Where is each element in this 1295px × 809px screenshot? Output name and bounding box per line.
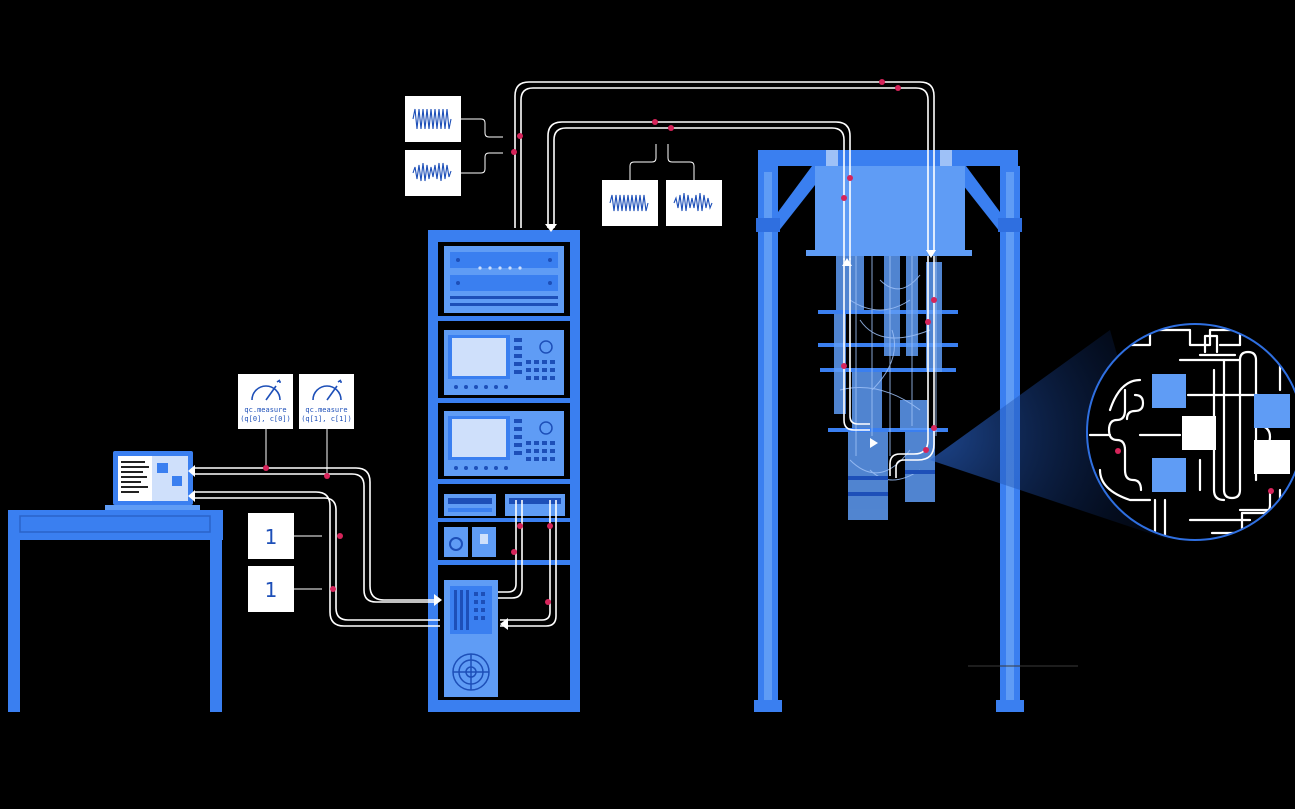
qubit-chip-magnifier <box>930 323 1295 541</box>
measure-label-line2: (q[0], c[0]) <box>240 415 291 423</box>
waveform-card <box>405 96 461 142</box>
fan-icon <box>452 653 490 691</box>
small-instrument-units <box>444 494 565 557</box>
measure-label-line1: qc.measure <box>305 406 347 414</box>
result-card: 1 <box>248 513 294 559</box>
measure-card: qc.measure (q[1], c[1]) <box>299 374 354 429</box>
result-card: 1 <box>248 566 294 612</box>
oscilloscope-unit <box>444 411 564 476</box>
waveform-card <box>405 150 461 196</box>
pulse-dots <box>263 79 937 605</box>
result-value: 1 <box>265 525 278 549</box>
meter-gauge-icon <box>251 379 281 401</box>
waveform-icon <box>609 194 649 212</box>
waveform-icon <box>673 192 713 212</box>
measure-label-line2: (q[1], c[1]) <box>301 415 352 423</box>
arrowheads <box>188 224 936 630</box>
waveform-icon <box>412 162 452 182</box>
measure-card: qc.measure (q[0], c[0]) <box>238 374 293 429</box>
electronics-rack <box>428 230 580 712</box>
waveform-card <box>602 180 658 226</box>
meter-gauge-icon <box>312 379 342 401</box>
waveform-icon <box>412 108 452 130</box>
signal-generator-unit <box>444 246 564 313</box>
waveform-card <box>666 180 722 226</box>
desk <box>8 510 223 712</box>
cables <box>193 81 935 627</box>
laptop-screen-text-icon <box>121 461 149 493</box>
oscilloscope-unit <box>444 330 564 395</box>
result-value: 1 <box>265 578 278 602</box>
laptop[interactable] <box>105 451 200 510</box>
measure-label-line1: qc.measure <box>244 406 286 414</box>
control-box <box>444 580 498 697</box>
dilution-refrigerator <box>754 150 1078 712</box>
